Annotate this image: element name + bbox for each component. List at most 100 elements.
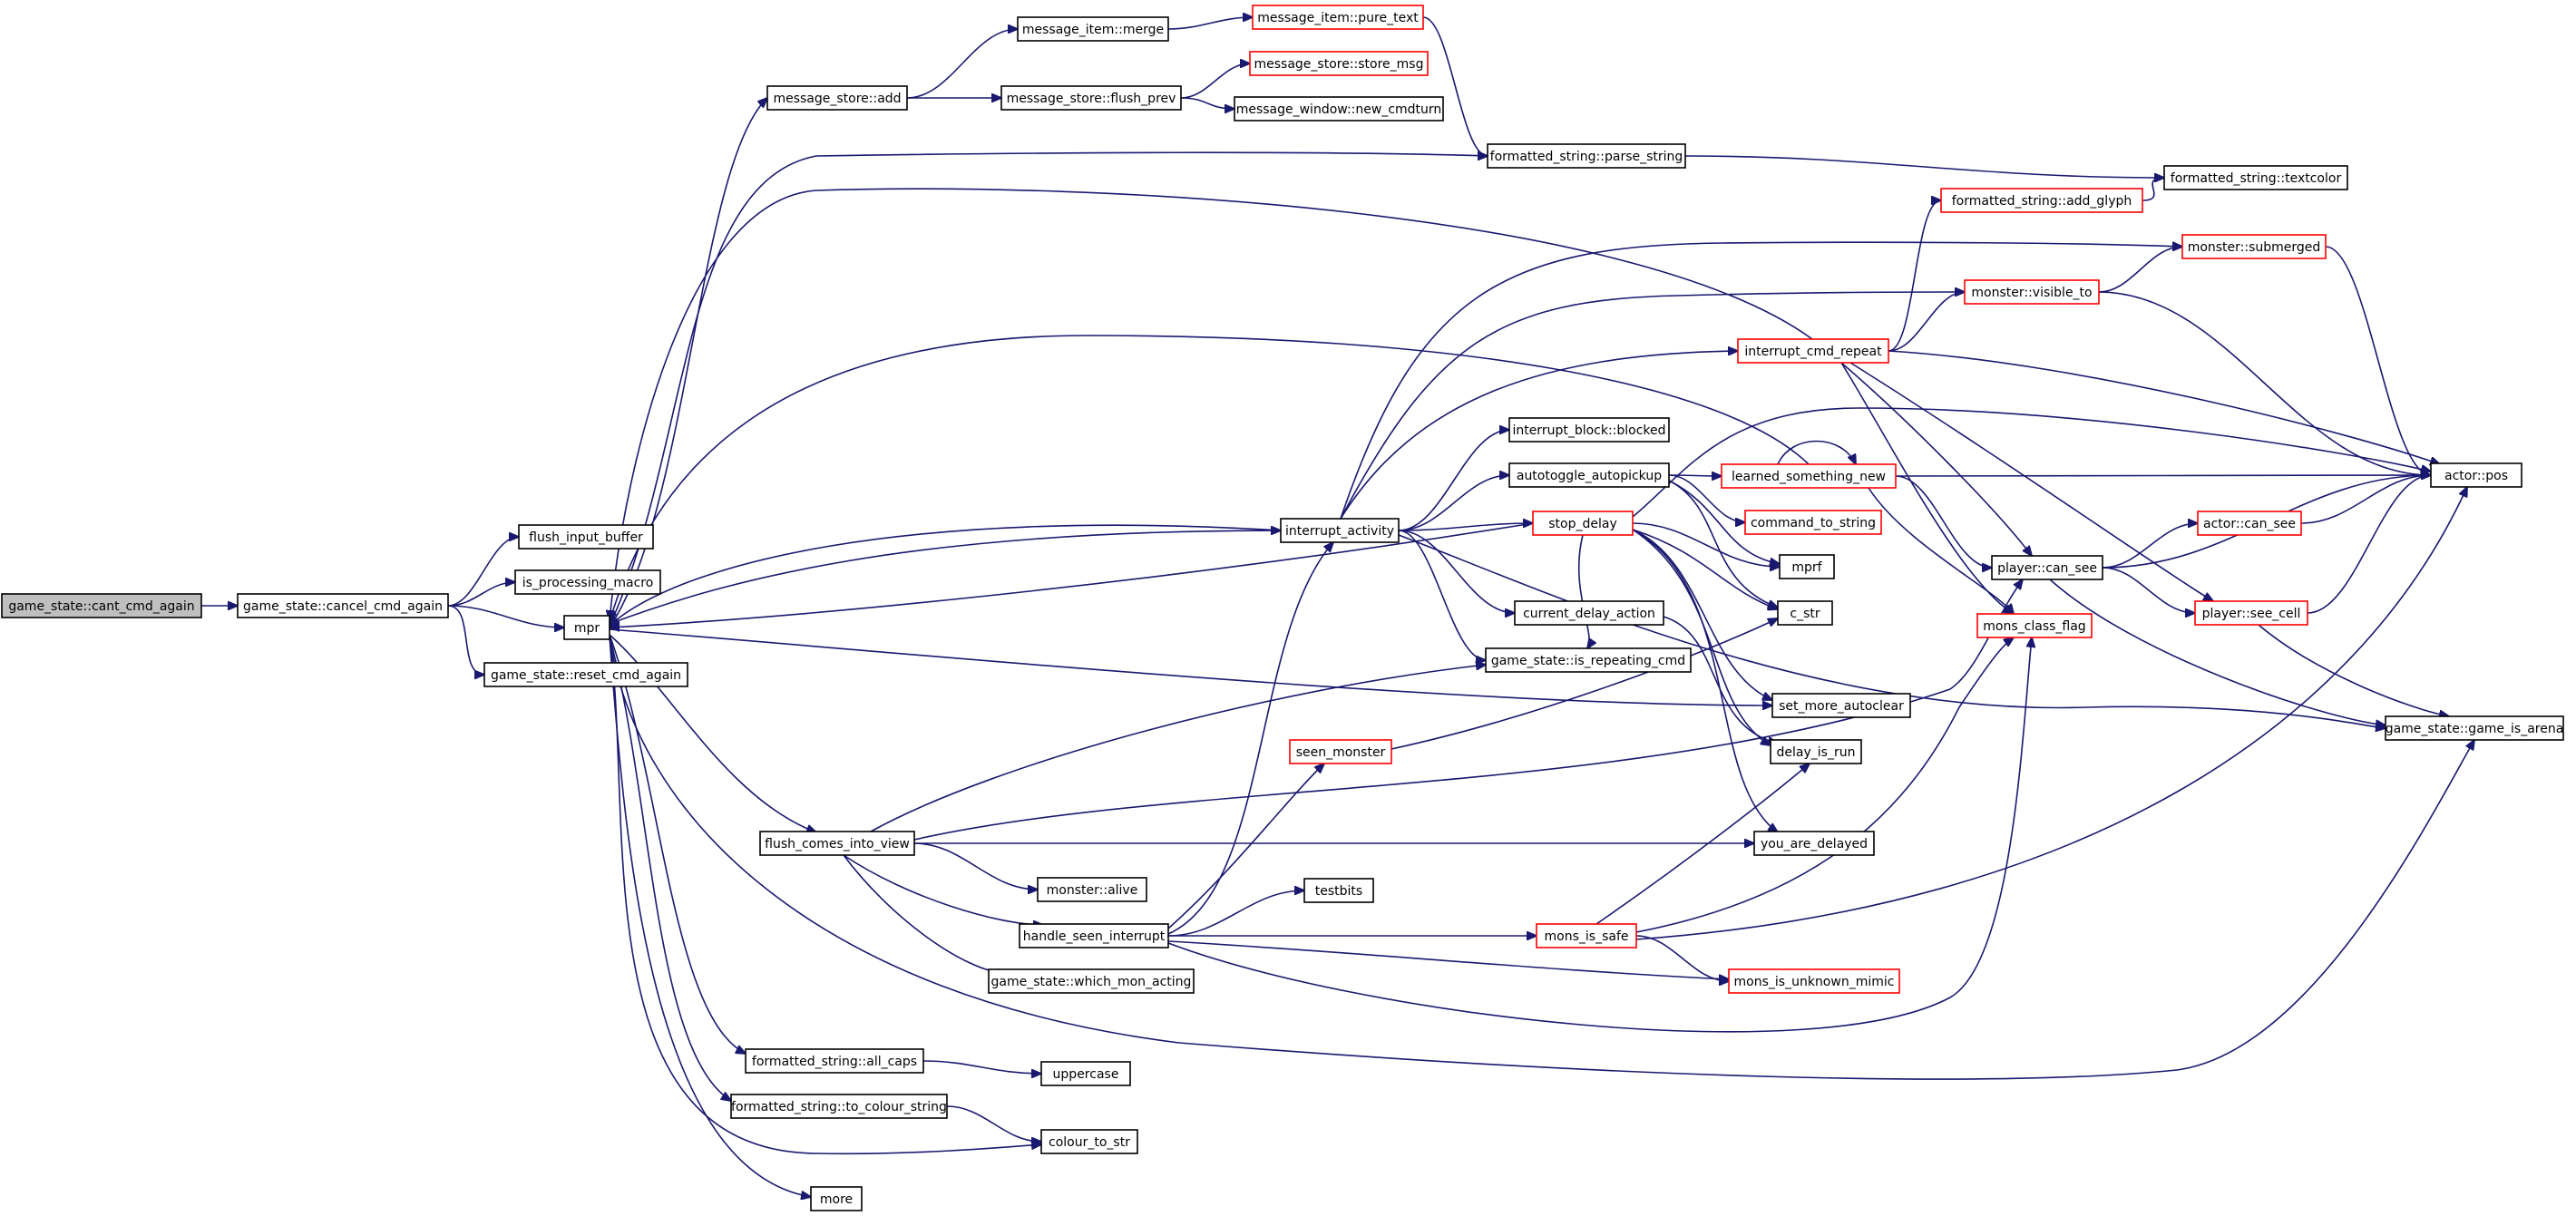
node-box (1017, 16, 1169, 42)
node-interrupt-block-blocked[interactable]: interrupt_block::blocked (1508, 417, 1670, 443)
node-actor-can-see[interactable]: actor::can_see (2197, 511, 2302, 536)
node-box (1, 593, 202, 618)
node-box (1019, 923, 1169, 948)
edge-handle-seen-interrupt-to-seen-monster (1167, 764, 1324, 929)
node-all-caps[interactable]: formatted_string::all_caps (745, 1048, 924, 1074)
edge-cancel-cmd-again-to-reset-cmd-again (447, 605, 484, 675)
node-label: you_are_delayed (1761, 837, 1868, 851)
node-message-item-pure-text[interactable]: message_item::pure_text (1252, 5, 1424, 30)
edge-cancel-cmd-again-to-is-processing-macro (447, 582, 515, 607)
node-box (2430, 462, 2522, 488)
node-player-can-see[interactable]: player::can_see (1991, 555, 2103, 580)
node-submerged[interactable]: monster::submerged (2181, 234, 2327, 259)
node-current-delay-action[interactable]: current_delay_action (1514, 600, 1664, 626)
node-more[interactable]: more (810, 1186, 863, 1211)
node-mpr[interactable]: mpr (563, 615, 610, 640)
node-testbits[interactable]: testbits (1303, 878, 1374, 903)
node-label: monster::alive (1047, 883, 1138, 898)
node-box (1721, 463, 1897, 489)
node-label: mpr (574, 621, 600, 636)
node-label: interrupt_activity (1285, 524, 1394, 539)
node-interrupt-activity[interactable]: interrupt_activity (1280, 518, 1400, 543)
node-box (1737, 338, 1889, 364)
node-stop-delay[interactable]: stop_delay (1532, 511, 1634, 536)
edge-mons-is-safe-to-delay-is-run (1595, 764, 1810, 925)
node-message-store-flush-prev[interactable]: message_store::flush_prev (1000, 85, 1182, 111)
node-mons-is-safe[interactable]: mons_is_safe (1536, 923, 1637, 948)
edge-interrupt-activity-to-visible-to (1340, 292, 1965, 520)
node-label: message_store::store_msg (1254, 57, 1424, 72)
edge-player-see-cell-to-actor-pos (2307, 475, 2431, 614)
node-mons-is-unknown-mimic[interactable]: mons_is_unknown_mimic (1728, 968, 1900, 994)
node-learned-something-new[interactable]: learned_something_new (1721, 463, 1897, 489)
node-set-more-autoclear[interactable]: set_more_autoclear (1771, 693, 1911, 718)
node-command-to-string[interactable]: command_to_string (1744, 510, 1882, 535)
node-label: interrupt_cmd_repeat (1744, 345, 1882, 359)
node-c-str[interactable]: c_str (1777, 600, 1833, 626)
edge-add-glyph-to-textcolor (2142, 178, 2164, 201)
node-actor-pos[interactable]: actor::pos (2430, 462, 2522, 488)
node-mons-class-flag[interactable]: mons_class_flag (1976, 613, 2093, 638)
node-label: autotoggle_autopickup (1517, 469, 1662, 483)
node-is-repeating-cmd[interactable]: game_state::is_repeating_cmd (1485, 647, 1692, 673)
node-label: message_item::pure_text (1257, 11, 1419, 25)
node-flush-input-buffer[interactable]: flush_input_buffer (518, 524, 654, 550)
node-which-mon-acting[interactable]: game_state::which_mon_acting (988, 968, 1195, 994)
node-game-is-arena[interactable]: game_state::game_is_arena (2385, 715, 2564, 741)
node-interrupt-cmd-repeat[interactable]: interrupt_cmd_repeat (1737, 338, 1889, 364)
node-message-store-add[interactable]: message_store::add (766, 85, 908, 111)
edge-interrupt-cmd-repeat-to-mpr (610, 188, 1813, 620)
node-uppercase[interactable]: uppercase (1040, 1061, 1131, 1086)
node-box (1487, 143, 1686, 169)
node-colour-to-str[interactable]: colour_to_str (1040, 1129, 1138, 1154)
edge-mpr-to-set-more-autoclear (609, 628, 1772, 705)
edge-player-can-see-to-actor-can-see (2102, 523, 2198, 569)
node-label: message_window::new_cmdturn (1236, 102, 1442, 117)
node-box (2197, 511, 2302, 536)
edge-interrupt-cmd-repeat-to-add-glyph (1888, 200, 1941, 352)
node-cancel-cmd-again[interactable]: game_state::cancel_cmd_again (237, 593, 449, 618)
node-flush-comes-into-view[interactable]: flush_comes_into_view (759, 831, 915, 856)
node-seen-monster[interactable]: seen_monster (1289, 739, 1392, 764)
node-label: set_more_autoclear (1779, 699, 1904, 714)
node-mprf[interactable]: mprf (1779, 554, 1835, 579)
node-label: flush_comes_into_view (765, 837, 910, 851)
node-handle-seen-interrupt[interactable]: handle_seen_interrupt (1019, 923, 1169, 948)
node-message-item-merge[interactable]: message_item::merge (1017, 16, 1169, 42)
node-box (1744, 510, 1882, 535)
edge-visible-to-to-submerged (2098, 247, 2182, 293)
node-reset-cmd-again[interactable]: game_state::reset_cmd_again (483, 662, 688, 687)
node-label: player::see_cell (2202, 607, 2301, 621)
node-is-processing-macro[interactable]: is_processing_macro (514, 569, 661, 595)
edge-submerged-to-actor-pos (2325, 246, 2431, 475)
node-message-store-store-msg[interactable]: message_store::store_msg (1249, 51, 1429, 76)
node-delay-is-run[interactable]: delay_is_run (1770, 739, 1862, 764)
node-box (563, 615, 610, 640)
node-cant-cmd-again[interactable]: game_state::cant_cmd_again (1, 593, 202, 618)
node-box (1777, 600, 1833, 626)
node-player-see-cell[interactable]: player::see_cell (2194, 600, 2308, 626)
edge-mpr-to-parse-string (609, 152, 1488, 627)
node-you-are-delayed[interactable]: you_are_delayed (1753, 831, 1875, 856)
node-label: interrupt_block::blocked (1512, 423, 1665, 438)
node-box (514, 569, 661, 595)
edge-visible-to-to-actor-pos (2098, 291, 2431, 475)
edge-cancel-cmd-again-to-flush-input-buffer (447, 537, 519, 607)
node-to-colour-string[interactable]: formatted_string::to_colour_string (730, 1094, 948, 1119)
node-add-glyph[interactable]: formatted_string::add_glyph (1940, 188, 2143, 213)
edge-mpr-to-all-caps (609, 634, 746, 1054)
node-message-window-new-cmdturn[interactable]: message_window::new_cmdturn (1234, 96, 1444, 122)
node-visible-to[interactable]: monster::visible_to (1964, 279, 2100, 305)
node-label: seen_monster (1296, 745, 1386, 760)
edge-autotoggle-autopickup-to-command-to-string (1668, 474, 1745, 522)
node-monster-alive[interactable]: monster::alive (1037, 877, 1147, 902)
node-label: game_state::is_repeating_cmd (1491, 654, 1685, 668)
node-textcolor[interactable]: formatted_string::textcolor (2163, 165, 2348, 190)
edge-learned-something-new-to-mons-class-flag (1868, 487, 2014, 614)
node-box (759, 831, 915, 856)
node-box (1770, 739, 1862, 764)
edge-stop-delay-to-you-are-delayed (1632, 529, 1778, 832)
edge-message-item-pure-text-to-parse-string (1422, 16, 1488, 156)
node-autotoggle-autopickup[interactable]: autotoggle_autopickup (1508, 462, 1670, 488)
node-parse-string[interactable]: formatted_string::parse_string (1487, 143, 1686, 169)
